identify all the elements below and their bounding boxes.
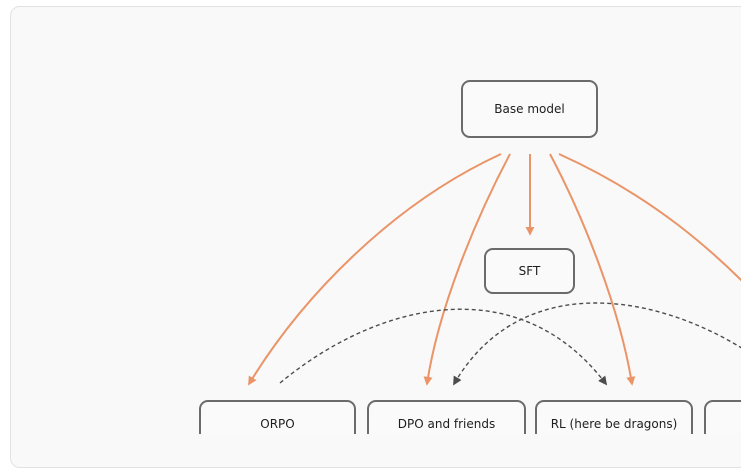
node-sft-label: SFT: [519, 264, 541, 278]
node-dpo: DPO and friends: [367, 400, 526, 434]
node-orpo-label: ORPO: [260, 417, 294, 431]
node-base-model: Base model: [461, 80, 598, 138]
node-rl-label: RL (here be dragons): [551, 417, 678, 431]
edge-base-to-orpo: [248, 153, 502, 386]
edge-dashed-to-dpo: [453, 302, 741, 386]
node-orpo: ORPO: [199, 400, 356, 434]
node-dpo-label: DPO and friends: [398, 417, 495, 431]
node-extra: [704, 400, 741, 434]
edge-base-to-dpo: [423, 153, 511, 386]
node-sft: SFT: [484, 248, 575, 294]
edge-dashed-to-rl: [279, 308, 608, 386]
node-rl: RL (here be dragons): [535, 400, 693, 434]
edge-base-to-rl: [549, 153, 636, 386]
training-flow-diagram: Base model SFT ORPO DPO and friends RL (…: [199, 80, 741, 434]
node-base-model-label: Base model: [494, 102, 564, 116]
edge-base-to-extra: [558, 153, 741, 311]
